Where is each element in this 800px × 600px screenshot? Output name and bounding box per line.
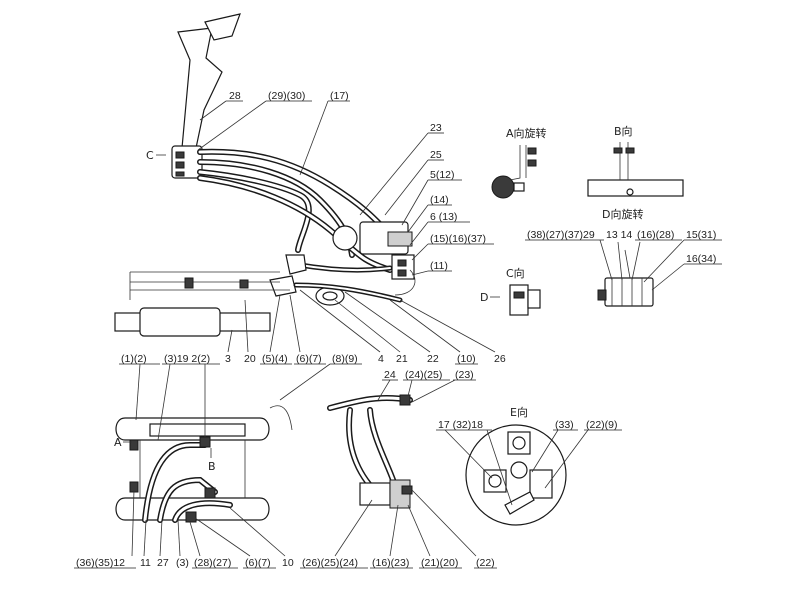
row1-22: 22 xyxy=(427,353,439,365)
callout-29-30: (29)(30) xyxy=(268,90,305,102)
view-c-detail xyxy=(509,284,541,316)
bot-36-35-12: (36)(35)12 xyxy=(76,557,125,569)
callout-labels: 28 (29)(30) (17) 23 25 5(12) (14) 6 (13)… xyxy=(74,90,722,569)
pilot-valve-center xyxy=(297,221,416,296)
view-d-rotated-label: D向旋转 xyxy=(602,207,643,221)
row1-8-9: (8)(9) xyxy=(332,353,358,365)
row1-20: 20 xyxy=(244,353,256,365)
d-callout-13-14: 13 14 xyxy=(606,229,632,241)
bot-16-23: (16)(23) xyxy=(372,557,409,569)
marker-a: A xyxy=(114,436,122,449)
callout-5-12: 5(12) xyxy=(430,169,455,181)
callout-11-top: (11) xyxy=(430,260,448,272)
view-a-detail xyxy=(491,145,537,199)
d-callout-16-28: (16)(28) xyxy=(637,229,674,241)
d-callout-15-31: 15(31) xyxy=(686,229,716,241)
upper-line-fittings xyxy=(269,254,403,306)
d-callout-16-34: 16(34) xyxy=(686,253,716,265)
bot-26-25-24: (26)(25)(24) xyxy=(302,557,358,569)
view-b-detail xyxy=(587,142,684,197)
view-b-label: B向 xyxy=(614,124,633,138)
view-d-detail xyxy=(597,249,654,307)
row1-3: 3 xyxy=(225,353,231,365)
lower-left-hoses xyxy=(129,405,293,523)
bot-3: (3) xyxy=(176,557,189,569)
d-callout-38-27-37-29: (38)(27)(37)29 xyxy=(527,229,595,241)
e-callout-22-9: (22)(9) xyxy=(586,419,618,431)
row1-21: 21 xyxy=(396,353,408,365)
callout-28: 28 xyxy=(229,90,241,102)
row1-26: 26 xyxy=(494,353,506,365)
callout-14-top: (14) xyxy=(430,194,449,206)
mid-23: (23) xyxy=(455,369,474,381)
bot-10: 10 xyxy=(282,557,294,569)
row1-5-4: (5)(4) xyxy=(262,353,288,365)
callout-25-top: 25 xyxy=(430,149,442,161)
upper-cylinder-and-pipes xyxy=(114,271,290,337)
row1-1-2: (1)(2) xyxy=(121,353,147,365)
middle-lower-hoses xyxy=(327,394,413,509)
view-a-rotated-label: A向旋转 xyxy=(506,126,547,140)
control-lever-assembly xyxy=(171,13,241,179)
callout-6-13: 6 (13) xyxy=(430,211,457,223)
marker-c: C xyxy=(146,149,154,162)
callout-17-top: (17) xyxy=(330,90,349,102)
view-e-detail xyxy=(465,424,567,526)
row1-3-19-2-2: (3)19 2(2) xyxy=(164,353,210,365)
bot-22: (22) xyxy=(476,557,495,569)
bot-28-27: (28)(27) xyxy=(194,557,231,569)
bot-11: 11 xyxy=(140,557,151,569)
row1-6-7: (6)(7) xyxy=(296,353,322,365)
bot-27: 27 xyxy=(157,557,169,569)
view-e-label: E向 xyxy=(510,405,528,419)
mid-24: 24 xyxy=(384,369,396,381)
marker-d: D xyxy=(480,291,488,304)
e-callout-17-32-18: 17 (32)18 xyxy=(438,419,483,431)
bot-21-20: (21)(20) xyxy=(421,557,458,569)
mid-24-25: (24)(25) xyxy=(405,369,442,381)
e-callout-33: (33) xyxy=(555,419,574,431)
callout-23-top: 23 xyxy=(430,122,442,134)
callout-15-16-37: (15)(16)(37) xyxy=(430,233,486,245)
row1-10: (10) xyxy=(457,353,476,365)
row1-4: 4 xyxy=(378,353,384,365)
marker-b: B xyxy=(208,460,216,473)
bot-6-7: (6)(7) xyxy=(245,557,271,569)
view-c-label: C向 xyxy=(506,266,525,280)
